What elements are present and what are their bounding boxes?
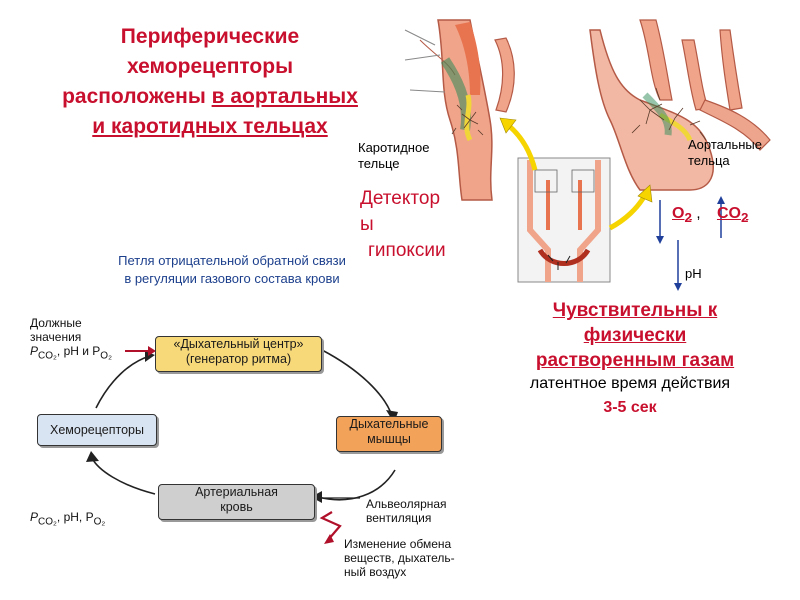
- detector-line-2: ы: [360, 214, 374, 235]
- arterial-blood-line-2: кровь: [220, 500, 253, 514]
- detector-line-3: гипоксии: [368, 240, 446, 261]
- feedback-loop-caption: Петля отрицательной обратной связи в рег…: [82, 252, 382, 288]
- setpoint-line-1: Должные: [30, 316, 82, 330]
- input-arrows: [125, 346, 360, 544]
- sensitivity-line-3: растворенным газам: [535, 350, 735, 371]
- blood-o2-subscript: O₂: [93, 516, 106, 528]
- respiratory-center-box: «Дыхательный центр» (генератор ритма): [155, 336, 322, 372]
- blood-co2-subscript: CO₂: [38, 516, 57, 528]
- sensitivity-line-2: физически: [583, 325, 687, 346]
- loop-caption-line-1: Петля отрицательной обратной связи: [118, 253, 346, 268]
- blood-p-co2: P: [30, 510, 39, 524]
- hypoxia-detector-label: Детектор ы гипоксии: [360, 186, 472, 264]
- gases-o2-co2: O2 , CO2: [672, 205, 748, 225]
- gas-comma: ,: [696, 205, 701, 222]
- carotid-body-label-line-1: Каротидное: [358, 140, 430, 155]
- carotid-body-label-line-2: тельце: [358, 156, 400, 171]
- co2-label: CO2: [716, 205, 749, 226]
- alveolar-line-2: вентиляция: [366, 511, 432, 525]
- setpoint-co2-subscript: CO₂: [38, 350, 57, 362]
- aortic-body-label-line-1: Аортальные: [688, 137, 762, 152]
- respiratory-center-subtitle: (генератор ритма): [185, 352, 292, 366]
- latent-time-label: латентное время действия: [529, 375, 731, 392]
- setpoint-p-co2: P: [30, 344, 39, 358]
- o2-text: O: [672, 205, 685, 222]
- detector-line-1: Детектор: [360, 188, 441, 209]
- co2-subscript: 2: [740, 210, 749, 226]
- sensitivity-line-1: Чувствительны к: [552, 300, 718, 321]
- aortic-body-label-line-2: тельца: [688, 153, 730, 168]
- title-line-3b: в аортальных: [211, 85, 358, 108]
- title-line-2: хеморецепторы: [126, 55, 294, 78]
- arterial-blood-box: Артериальная кровь: [158, 484, 315, 520]
- arterial-blood-line-1: Артериальная: [195, 485, 278, 499]
- metabolism-change-label: Изменение обмена веществ, дыхатель- ный …: [344, 537, 455, 579]
- carotid-artery-illustration: [404, 19, 515, 201]
- title-line-3a: расположены: [62, 85, 212, 108]
- co2-text: CO: [716, 205, 741, 222]
- loop-caption-line-2: в регуляции газового состава крови: [124, 271, 340, 286]
- carotid-body-label: Каротидное тельце: [358, 140, 429, 172]
- aortic-arch-illustration: [589, 19, 771, 191]
- latent-time-value: 3-5 сек: [603, 399, 657, 416]
- neck-vessels-schematic: [517, 157, 611, 283]
- respiratory-muscles-line-2: мышцы: [367, 432, 411, 446]
- setpoint-values-label: Должные значения PCO₂, pH и PO₂: [30, 316, 112, 363]
- title-line-1: Периферические: [120, 25, 300, 48]
- aortic-body-label: Аортальные тельца: [688, 137, 762, 169]
- blood-gas-values-label: PCO₂, pH, PO₂: [30, 510, 105, 529]
- chemoreceptors-box: Хеморецепторы: [37, 414, 157, 446]
- feedback-loop-arrows: [91, 349, 396, 501]
- ph-label: pH: [685, 266, 702, 281]
- title-line-3: расположены в аортальных: [30, 82, 390, 112]
- setpoint-o2-subscript: O₂: [100, 350, 112, 362]
- o2-subscript: 2: [684, 210, 692, 226]
- setpoint-line-2: значения: [30, 330, 82, 344]
- respiratory-muscles-line-1: Дыхательные: [349, 417, 429, 431]
- metabolism-line-2: веществ, дыхатель-: [344, 551, 455, 565]
- gas-direction-arrows: [656, 196, 725, 291]
- sensitivity-text: Чувствительны к физически растворенным г…: [505, 298, 765, 373]
- title-line-4: и каротидных тельцах: [92, 115, 328, 138]
- o2-label: O2: [672, 205, 692, 226]
- metabolism-line-1: Изменение обмена: [344, 537, 452, 551]
- slide-title: Периферические хеморецепторы расположены…: [30, 22, 390, 142]
- blood-ph-p: , pH, P: [56, 510, 94, 524]
- yellow-pointer-arrows: [499, 117, 653, 231]
- alveolar-line-1: Альвеолярная: [366, 497, 447, 511]
- setpoint-line-3: PCO₂, pH и PO₂: [30, 344, 112, 363]
- setpoint-ph: , pH и P: [56, 344, 101, 358]
- respiratory-center-title: «Дыхательный центр»: [173, 337, 304, 351]
- metabolism-line-3: ный воздух: [344, 565, 407, 579]
- respiratory-muscles-box: Дыхательные мышцы: [336, 416, 442, 452]
- alveolar-ventilation-label: Альвеолярная вентиляция: [366, 497, 447, 525]
